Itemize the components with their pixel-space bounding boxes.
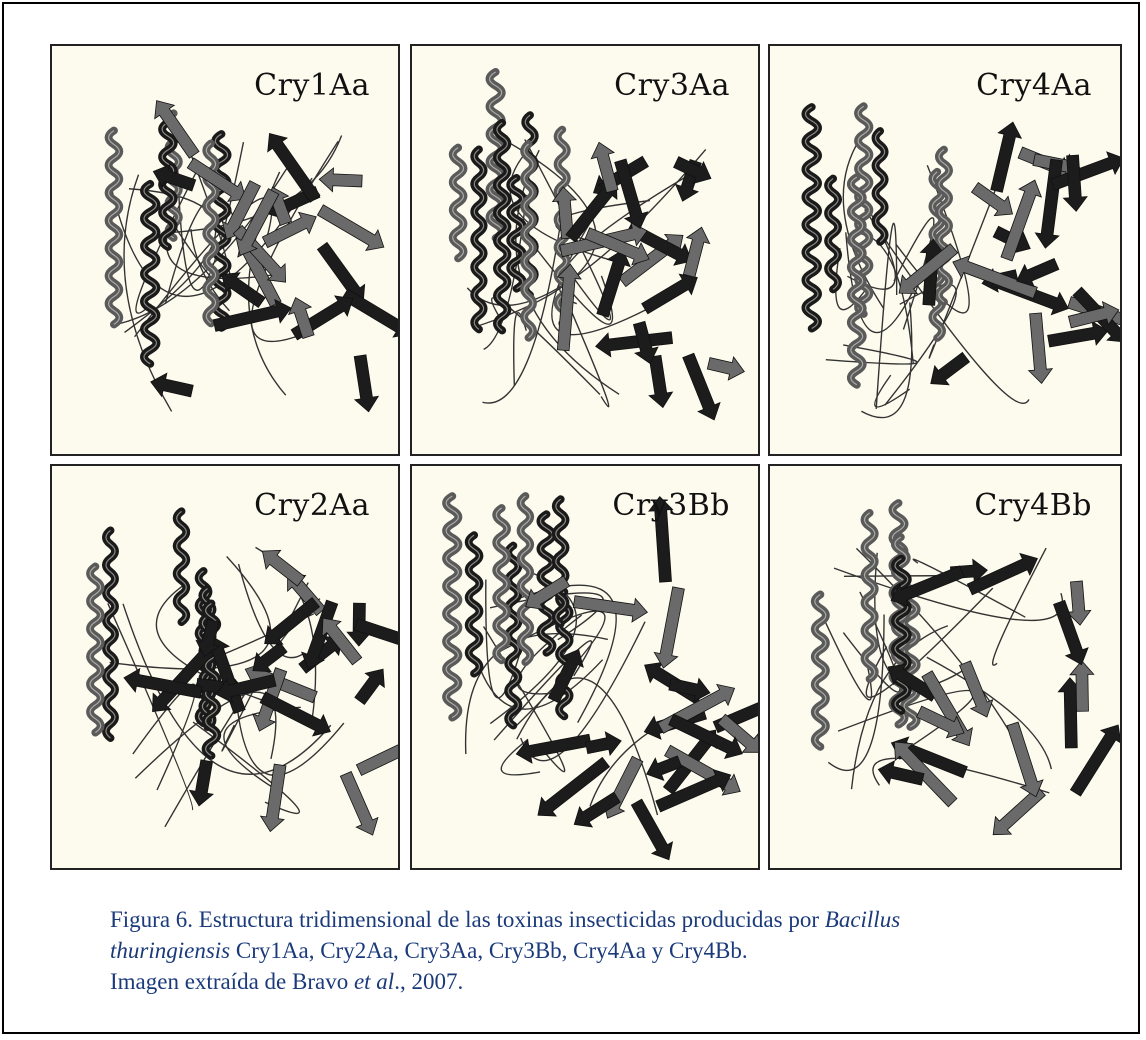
protein-structure-cry3bb (412, 466, 758, 868)
protein-structure-cry2aa (52, 466, 398, 868)
ribbon-diagram (453, 72, 745, 420)
panel-cry4bb: Cry4Bb (768, 464, 1122, 870)
panel-label: Cry1Aa (254, 68, 370, 103)
panel-cry2aa: Cry2Aa (50, 464, 400, 870)
protein-structure-cry4bb (770, 466, 1120, 868)
caption-italic-species: thuringiensis (110, 938, 230, 963)
panel-cry3bb: Cry3Bb (410, 464, 760, 870)
caption-line-3: Imagen extraída de Bravo et al., 2007. (110, 966, 1110, 997)
panel-label: Cry3Aa (614, 68, 730, 103)
ribbon-diagram (90, 511, 398, 835)
ribbon-diagram (815, 503, 1120, 835)
panel-label: Cry4Aa (976, 68, 1092, 103)
ribbon-diagram (446, 496, 758, 860)
caption-text: Cry1Aa, Cry2Aa, Cry3Aa, Cry3Bb, Cry4Aa y… (230, 938, 747, 963)
caption-italic-etal: et al (354, 969, 394, 994)
panel-label: Cry4Bb (974, 488, 1092, 523)
protein-structure-cry3aa (412, 46, 758, 454)
caption-text: Figura 6. Estructura tridimensional de l… (110, 907, 825, 932)
figure-caption: Figura 6. Estructura tridimensional de l… (110, 904, 1110, 997)
ribbon-diagram (109, 101, 398, 412)
caption-line-1: Figura 6. Estructura tridimensional de l… (110, 904, 1110, 935)
panel-label: Cry3Bb (612, 488, 730, 523)
panel-cry3aa: Cry3Aa (410, 44, 760, 456)
ribbon-diagram (805, 106, 1120, 417)
panel-cry4aa: Cry4Aa (768, 44, 1122, 456)
panel-label: Cry2Aa (254, 488, 370, 523)
caption-italic-genus: Bacillus (825, 907, 900, 932)
caption-line-2: thuringiensis Cry1Aa, Cry2Aa, Cry3Aa, Cr… (110, 935, 1110, 966)
protein-structure-cry1aa (52, 46, 398, 454)
caption-text: Imagen extraída de Bravo (110, 969, 354, 994)
caption-text: ., 2007. (394, 969, 463, 994)
protein-structure-cry4aa (770, 46, 1120, 454)
panel-cry1aa: Cry1Aa (50, 44, 400, 456)
